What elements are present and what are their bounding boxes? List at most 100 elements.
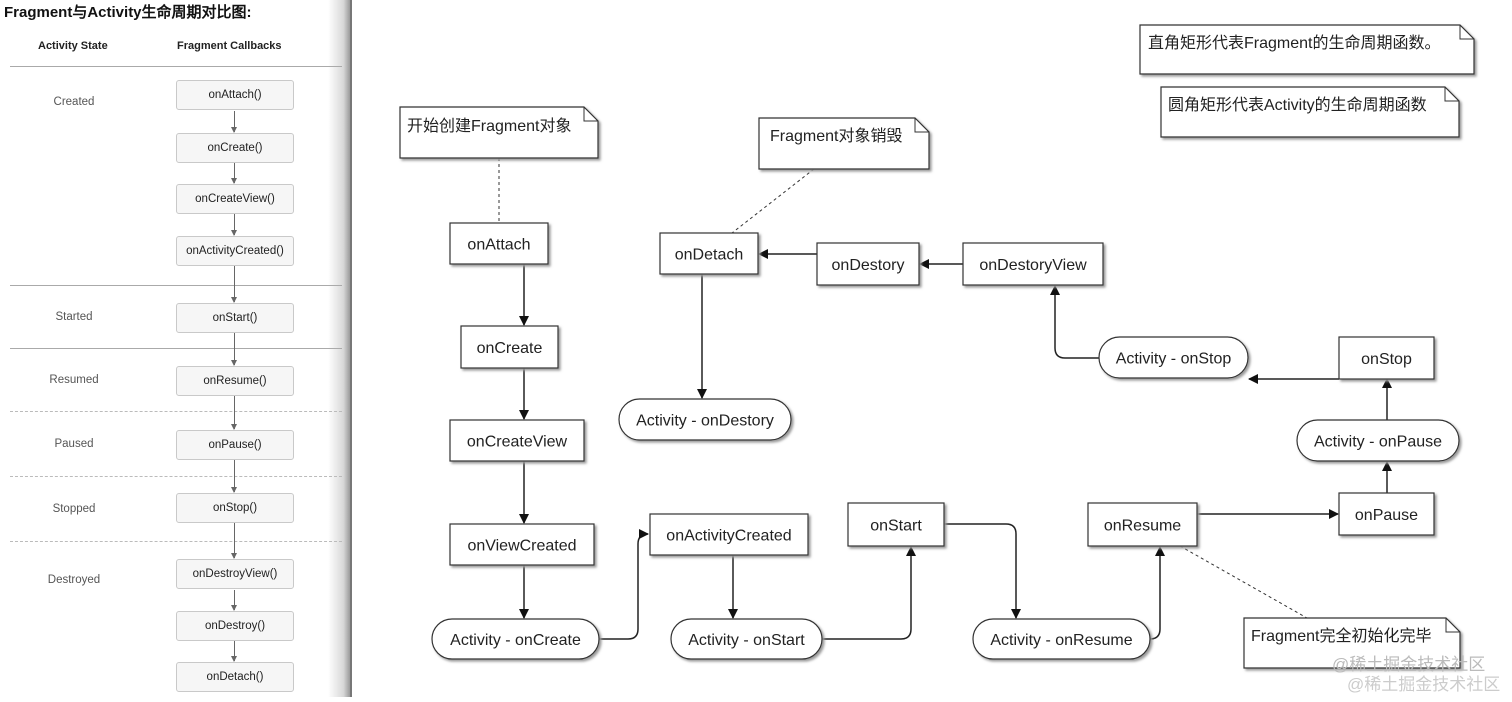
activity-onresume-node: Activity - onResume [972,618,1151,660]
fragment-ondestoryview-node-label: onDestoryView [979,257,1087,274]
arrow-down [231,111,237,133]
notes [399,24,1475,669]
fragment-oncreateview-node-shape [449,419,585,462]
fragment-onresume-node: onResume [1087,502,1198,547]
activity-oncreate-node: Activity - onCreate [431,618,600,660]
watermark: @稀土掘金技术社区 [1332,655,1485,674]
state-stopped: Stopped [52,503,96,515]
fragment-ondestory-node: onDestory [816,242,920,286]
divider [10,66,342,67]
callback-ondestroy: onDestroy() [176,611,294,641]
arrow-down [231,396,237,430]
state-paused: Paused [54,438,94,450]
fragment-onstop-node-label: onStop [1361,351,1412,368]
note-destroyed [758,117,930,170]
callback-oncreate: onCreate() [176,133,294,163]
fragment-oncreateview-node-label: onCreateView [467,434,568,451]
fragment-onattach-node-shape [449,222,549,265]
activity-onpause-node: Activity - onPause [1296,419,1460,462]
fragment-onstop-node: onStop [1338,336,1435,380]
divider [10,411,342,412]
arrow-down [231,523,237,559]
fragment-onstart-node: onStart [847,502,945,547]
fragment-onattach-node: onAttach [449,222,549,265]
activity-onstart-node-label: Activity - onStart [688,632,805,649]
divider [10,285,342,286]
callback-onactivitycreated: onActivityCreated() [176,236,294,266]
activity-oncreate-node-label: Activity - onCreate [450,632,581,649]
lifecycle-diagram: 开始创建Fragment对象 Fragment对象销毁 直角矩形代表Fragme… [350,0,1512,697]
state-created: Created [53,96,95,108]
fragment-oncreate-node-label: onCreate [477,340,543,357]
fragment-ondestory-node-shape [816,242,920,286]
connector [599,529,649,640]
divider [10,476,342,477]
arrow-down [231,590,237,611]
note-start [399,106,599,159]
state-resumed: Resumed [49,374,99,386]
diagram-canvas: 开始创建Fragment对象 Fragment对象销毁 直角矩形代表Fragme… [399,24,1500,694]
connector [944,523,1021,619]
connector [1149,546,1165,640]
divider [10,348,342,349]
note-start-text: 开始创建Fragment对象 [407,117,571,135]
note-initialized-text: Fragment完全初始化完毕 [1251,627,1431,645]
note-legend-round-text: 圆角矩形代表Activity的生命周期函数 [1168,96,1427,114]
connector [1050,285,1099,359]
activity-ondestory-node: Activity - onDestory [618,398,792,441]
activity-onresume-node-label: Activity - onResume [990,632,1132,649]
connector [822,546,916,640]
fragment-onattach-node-label: onAttach [467,237,530,254]
activity-ondestory-node-shape [618,398,792,441]
callback-onpause: onPause() [176,430,294,460]
note-initialized [1243,617,1461,669]
fragment-ondetach-node-label: onDetach [675,247,744,264]
fragment-onresume-node-shape [1087,502,1198,547]
panel-title: Fragment与Activity生命周期对比图: [4,4,252,21]
callback-oncreateview: onCreateView() [176,184,294,214]
fragment-onactivitycreated-node: onActivityCreated [649,513,809,556]
fragment-onresume-node-label: onResume [1104,518,1181,535]
activity-onpause-node-shape [1296,419,1460,462]
arrow-down [231,641,237,662]
activity-onstart-node: Activity - onStart [670,618,823,660]
note-link [731,168,815,234]
activity-onpause-node-label: Activity - onPause [1314,434,1442,451]
fragment-onstop-node-shape [1338,336,1435,380]
arrow-down [231,266,237,303]
state-destroyed: Destroyed [47,574,101,586]
fragment-onpause-node-label: onPause [1355,507,1418,524]
fragment-onactivitycreated-node-label: onActivityCreated [666,528,791,545]
callback-onstart: onStart() [176,303,294,333]
activity-onstop-node: Activity - onStop [1098,336,1249,379]
arrow-down [231,163,237,184]
note-legend-rect [1139,24,1475,75]
activity-onstart-node-shape [670,618,823,660]
fragment-oncreateview-node: onCreateView [449,419,585,462]
callback-ondestroyview: onDestroyView() [176,559,294,589]
arrow-down [231,214,237,236]
activity-onstop-node-label: Activity - onStop [1116,351,1232,368]
arrow-down [231,333,237,366]
note-legend-rect-text: 直角矩形代表Fragment的生命周期函数。 [1148,34,1440,52]
header-fragment-callbacks: Fragment Callbacks [177,40,282,52]
callback-ondetach: onDetach() [176,662,294,692]
activity-onresume-node-shape [972,618,1151,660]
fragment-oncreate-node: onCreate [460,325,559,369]
fragment-ondetach-node: onDetach [659,232,759,275]
activity-oncreate-node-shape [431,618,600,660]
fragment-ondestoryview-node: onDestoryView [962,242,1104,286]
activity-ondestory-node-label: Activity - onDestory [636,413,774,430]
fragment-onpause-node-shape [1338,492,1435,536]
fragment-onviewcreated-node-shape [449,523,595,566]
fragment-onviewcreated-node: onViewCreated [449,523,595,566]
note-destroyed-text: Fragment对象销毁 [770,127,902,145]
fragment-ondestory-node-label: onDestory [832,257,905,274]
fragment-onpause-node: onPause [1338,492,1435,536]
note-legend-round [1160,86,1460,138]
activity-onstop-node-shape [1098,336,1249,379]
note-link [1179,545,1308,619]
fragment-oncreate-node-shape [460,325,559,369]
divider [10,541,342,542]
header-activity-state: Activity State [38,40,108,52]
